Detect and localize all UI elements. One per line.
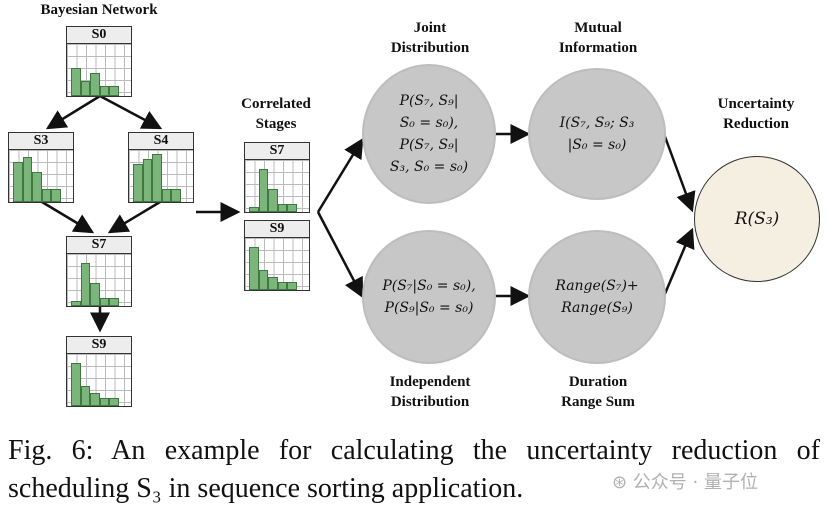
node-s3-label: S3 bbox=[9, 133, 73, 150]
c7-histogram-bar bbox=[268, 189, 278, 212]
node-s0: S0 bbox=[66, 26, 132, 97]
arrow-mutual-result bbox=[662, 133, 696, 213]
c9-histogram-bar bbox=[287, 282, 297, 290]
node-s9: S9 bbox=[66, 336, 132, 407]
node-s3-histogram bbox=[9, 150, 73, 202]
s3-histogram-bar bbox=[41, 189, 51, 202]
s9-histogram-bar bbox=[109, 398, 119, 406]
s4-histogram-bar bbox=[171, 189, 181, 202]
node-s7-label: S7 bbox=[67, 237, 131, 254]
arrow-range-result bbox=[662, 227, 695, 297]
arrow-s0-s4 bbox=[99, 94, 163, 130]
c7-histogram-bar bbox=[249, 207, 259, 212]
s3-histogram-bar bbox=[32, 172, 42, 202]
node-s0-label: S0 bbox=[67, 27, 131, 44]
duration-range-sum-heading: Duration Range Sum bbox=[561, 374, 635, 410]
s4-histogram-bar bbox=[152, 154, 162, 202]
c9-histogram-bar bbox=[249, 247, 259, 290]
mutual-information-heading: Mutual Information bbox=[558, 20, 638, 56]
s3-histogram-bar bbox=[51, 189, 61, 202]
correlated-stages-heading: Correlated Stages bbox=[241, 96, 311, 132]
s9-histogram-bar bbox=[71, 363, 81, 406]
s9-histogram-bar bbox=[99, 398, 109, 406]
arrow-s0-s3 bbox=[45, 94, 101, 130]
node-s9-histogram bbox=[67, 354, 131, 406]
c9-histogram-bar bbox=[258, 270, 268, 290]
c7-histogram-bar bbox=[277, 204, 287, 212]
correlated-node-s9-histogram bbox=[245, 238, 309, 290]
s4-histogram-bar bbox=[161, 189, 171, 202]
s0-histogram-bar bbox=[99, 86, 109, 96]
s7-histogram-bar bbox=[80, 263, 90, 306]
s9-histogram-bar bbox=[80, 386, 90, 406]
joint-distribution-circle: P(S₇, S₉| S₀ = s₀), P(S₇, S₉| S₃, S₀ = s… bbox=[364, 66, 494, 202]
uncertainty-reduction-result-circle: R(S₃) bbox=[694, 156, 820, 282]
s7-histogram-bar bbox=[109, 298, 119, 306]
c9-histogram-bar bbox=[277, 282, 287, 290]
s9-histogram-bar bbox=[90, 393, 100, 406]
node-s7-histogram bbox=[67, 254, 131, 306]
joint-distribution-heading: Joint Distribution bbox=[390, 20, 470, 56]
s7-histogram-bar bbox=[99, 298, 109, 306]
s3-histogram-bar bbox=[22, 157, 32, 202]
s0-histogram-bar bbox=[90, 73, 100, 96]
independent-distribution-circle: P(S₇|S₀ = s₀), P(S₉|S₀ = s₀) bbox=[364, 232, 494, 362]
correlated-node-s9-label: S9 bbox=[245, 221, 309, 238]
mutual-information-circle: I(S₇, S₉; S₃ |S₀ = s₀) bbox=[530, 70, 664, 198]
c9-histogram-bar bbox=[268, 277, 278, 290]
correlated-node-s7: S7 bbox=[244, 142, 310, 213]
bayesian-network-heading: Bayesian Network bbox=[40, 2, 158, 18]
node-s4-histogram bbox=[129, 150, 193, 202]
node-s9-label: S9 bbox=[67, 337, 131, 354]
correlated-node-s7-label: S7 bbox=[245, 143, 309, 160]
arrow-to-independent bbox=[316, 211, 364, 299]
node-s7: S7 bbox=[66, 236, 132, 307]
independent-distribution-heading: Independent Distribution bbox=[389, 374, 471, 410]
arrow-s3-s7 bbox=[41, 200, 95, 234]
s7-histogram-bar bbox=[90, 283, 100, 306]
s0-histogram-bar bbox=[80, 81, 90, 96]
arrow-to-joint bbox=[316, 137, 364, 213]
correlated-node-s9: S9 bbox=[244, 220, 310, 291]
node-s3: S3 bbox=[8, 132, 74, 203]
figure-caption: Fig. 6: An example for calculating the u… bbox=[8, 435, 820, 504]
s7-histogram-bar bbox=[71, 301, 81, 306]
uncertainty-reduction-heading: Uncertainty Reduction bbox=[717, 96, 795, 132]
s0-histogram-bar bbox=[71, 68, 81, 96]
watermark: ⊛ 公众号 · 量子位 bbox=[612, 472, 758, 493]
s4-histogram-bar bbox=[133, 164, 143, 202]
node-s0-histogram bbox=[67, 44, 131, 96]
s4-histogram-bar bbox=[142, 159, 152, 202]
c7-histogram-bar bbox=[287, 204, 297, 212]
duration-range-circle: Range(S₇)+ Range(S₉) bbox=[530, 232, 664, 362]
s0-histogram-bar bbox=[109, 86, 119, 96]
correlated-node-s7-histogram bbox=[245, 160, 309, 212]
node-s4: S4 bbox=[128, 132, 194, 203]
node-s4-label: S4 bbox=[129, 133, 193, 150]
c7-histogram-bar bbox=[258, 169, 268, 212]
arrow-s4-s7 bbox=[107, 200, 161, 234]
s3-histogram-bar bbox=[13, 162, 23, 202]
